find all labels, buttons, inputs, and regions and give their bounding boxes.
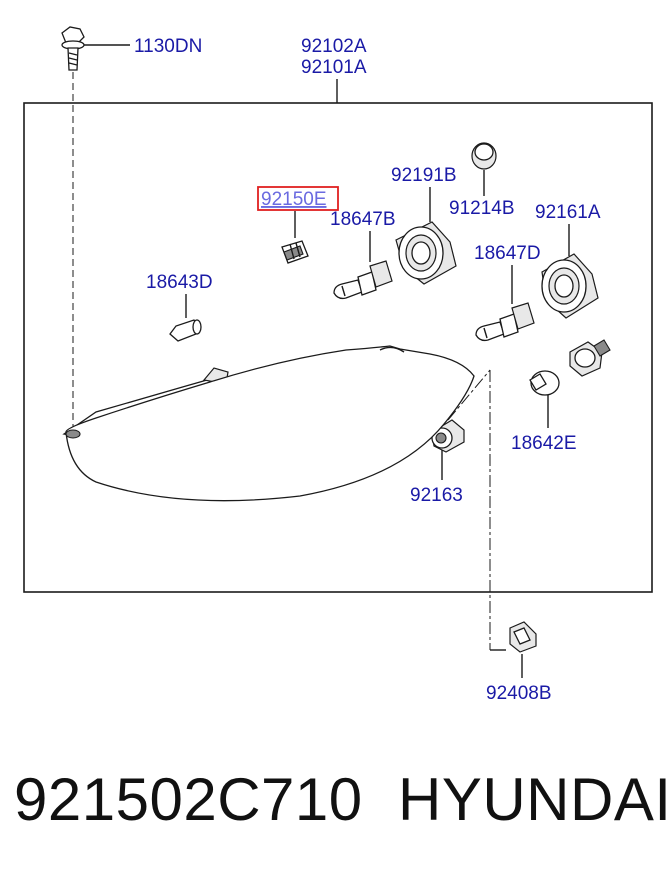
label-92408B[interactable]: 92408B	[486, 683, 552, 704]
label-92161A[interactable]: 92161A	[535, 202, 601, 223]
headlamp-housing[interactable]	[62, 345, 475, 502]
label-92163[interactable]: 92163	[410, 485, 463, 506]
bulb-18643D[interactable]	[169, 319, 202, 342]
label-1130DN[interactable]: 1130DN	[134, 36, 202, 57]
label-92191B[interactable]: 92191B	[391, 165, 457, 186]
label-91214B[interactable]: 91214B	[449, 198, 515, 219]
bulb-18647D[interactable]	[475, 302, 535, 342]
socket-92150E[interactable]	[281, 240, 309, 264]
socket-right[interactable]	[569, 339, 611, 377]
assembly-frame	[23, 102, 653, 593]
highlight-box-92150E	[257, 186, 339, 211]
label-18643D[interactable]: 18643D	[146, 272, 213, 293]
cap-91214B[interactable]	[471, 142, 497, 170]
headlamp-parts-diagram: 1130DN 92102A 92101A 92150E 18643D 92191…	[23, 26, 653, 704]
bulb-18642E[interactable]	[529, 370, 560, 396]
label-92150E[interactable]: 92150E	[261, 189, 327, 210]
part-number: 921502C710	[14, 766, 363, 833]
clip-92408B[interactable]	[509, 621, 537, 653]
caption: 921502C710 HYUNDAI	[0, 752, 672, 848]
label-18647D[interactable]: 18647D	[474, 243, 541, 264]
brand-name: HYUNDAI	[398, 766, 672, 833]
label-92102A[interactable]: 92102A	[301, 36, 367, 57]
label-18642E[interactable]: 18642E	[511, 433, 577, 454]
label-18647B[interactable]: 18647B	[330, 209, 396, 230]
cap-92191B[interactable]	[395, 221, 457, 285]
bolt-1130DN[interactable]	[61, 26, 85, 71]
bulb-18647B[interactable]	[333, 260, 393, 300]
label-92101A[interactable]: 92101A	[301, 57, 367, 78]
cap-92161A[interactable]	[541, 253, 599, 319]
